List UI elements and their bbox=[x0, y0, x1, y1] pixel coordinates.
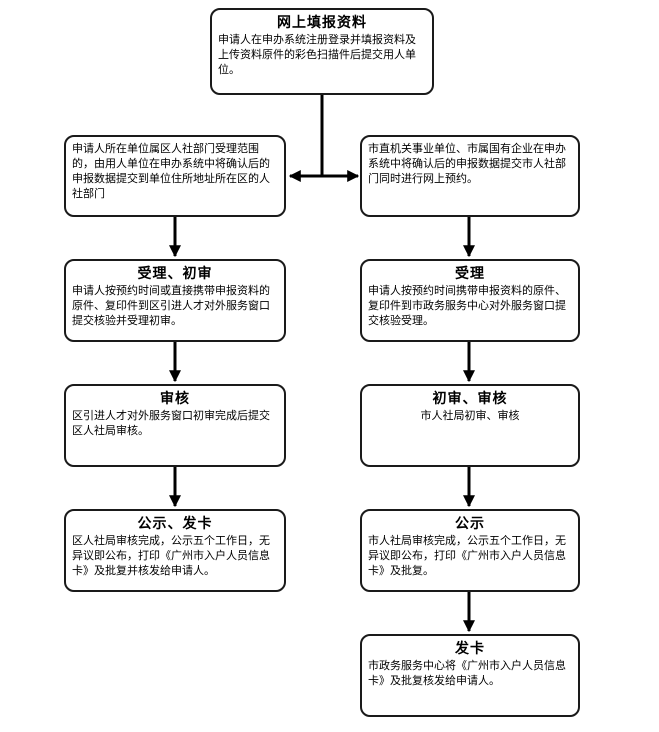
step-title: 发卡 bbox=[455, 641, 485, 657]
step-title: 公示、发卡 bbox=[137, 516, 213, 532]
step-left-district-submit: 申请人所在单位属区人社部门受理范围的，由用人单位在申办系统中将确认后的申报数据提… bbox=[64, 135, 286, 217]
step-text: 市政务服务中心将《广州市入户人员信息卡》及批复核发给申请人。 bbox=[368, 659, 566, 687]
step-title: 公示 bbox=[455, 516, 485, 532]
step-right-publicity: 公示 市人社局审核完成，公示五个工作日，无异议即公布，打印《广州市入户人员信息卡… bbox=[360, 509, 580, 592]
step-text: 区人社局审核完成，公示五个工作日，无异议即公布，打印《广州市入户人员信息卡》及批… bbox=[72, 534, 270, 577]
step-title: 网上填报资料 bbox=[277, 15, 367, 31]
step-left-publicity-issue: 公示、发卡 区人社局审核完成，公示五个工作日，无异议即公布，打印《广州市入户人员… bbox=[64, 509, 286, 592]
step-text: 申请人所在单位属区人社部门受理范围的，由用人单位在申办系统中将确认后的申报数据提… bbox=[72, 142, 270, 200]
step-text: 申请人按预约时间携带申报资料的原件、复印件到市政务服务中心对外服务窗口提交核验受… bbox=[368, 284, 566, 327]
step-title: 初审、审核 bbox=[432, 391, 508, 407]
step-title: 审核 bbox=[160, 391, 190, 407]
step-right-city-submit: 市直机关事业单位、市属国有企业在申办系统中将确认后的申报数据提交市人社部门同时进… bbox=[360, 135, 580, 217]
step-right-initial-review: 初审、审核 市人社局初审、审核 bbox=[360, 384, 580, 467]
step-title: 受理 bbox=[455, 266, 485, 282]
step-text: 市人社局审核完成，公示五个工作日，无异议即公布，打印《广州市入户人员信息卡》及批… bbox=[368, 534, 566, 577]
step-text: 区引进人才对外服务窗口初审完成后提交区人社局审核。 bbox=[72, 409, 270, 437]
step-title: 受理、初审 bbox=[137, 266, 213, 282]
step-online-fill: 网上填报资料 申请人在申办系统注册登录并填报资料及上传资料原件的彩色扫描件后提交… bbox=[210, 8, 434, 95]
step-text: 市人社局初审、审核 bbox=[420, 409, 520, 422]
step-text: 市直机关事业单位、市属国有企业在申办系统中将确认后的申报数据提交市人社部门同时进… bbox=[368, 142, 566, 185]
step-left-accept-initial-review: 受理、初审 申请人按预约时间或直接携带申报资料的原件、复印件到区引进人才对外服务… bbox=[64, 259, 286, 342]
step-text: 申请人在申办系统注册登录并填报资料及上传资料原件的彩色扫描件后提交用人单位。 bbox=[218, 33, 416, 76]
step-right-accept: 受理 申请人按预约时间携带申报资料的原件、复印件到市政务服务中心对外服务窗口提交… bbox=[360, 259, 580, 342]
step-text: 申请人按预约时间或直接携带申报资料的原件、复印件到区引进人才对外服务窗口提交核验… bbox=[72, 284, 270, 327]
step-left-review: 审核 区引进人才对外服务窗口初审完成后提交区人社局审核。 bbox=[64, 384, 286, 467]
step-right-issue-card: 发卡 市政务服务中心将《广州市入户人员信息卡》及批复核发给申请人。 bbox=[360, 634, 580, 717]
